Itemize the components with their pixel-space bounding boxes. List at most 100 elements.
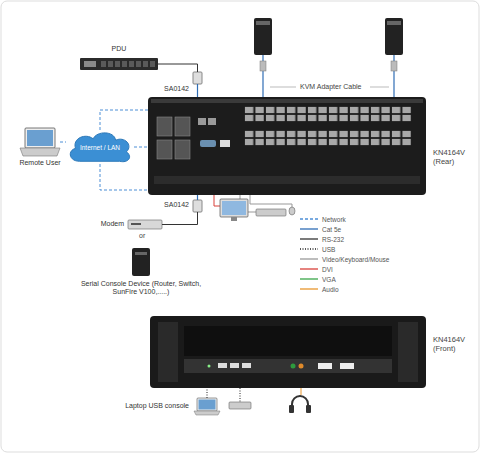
audio-cable (301, 388, 302, 395)
usb-port (242, 363, 251, 368)
remote-user-laptop: Remote User (20, 128, 60, 156)
rear-chassis (148, 97, 426, 195)
front-button (318, 363, 332, 369)
serial-device-tower (132, 248, 150, 276)
legend-row: Network (300, 214, 389, 224)
front-panel (184, 326, 392, 356)
mouse-cable (250, 195, 292, 207)
node-label: KN4164V (Rear) (433, 149, 479, 166)
monitor-stand (231, 217, 237, 221)
vga-port (200, 140, 216, 147)
usb-port (230, 363, 239, 368)
legend-line-sample (300, 226, 318, 232)
laptop-display (27, 130, 53, 146)
usb-console-laptop: Laptop USB console (193, 398, 221, 416)
internet-cloud: Internet / LAN (66, 130, 134, 164)
server-bay (256, 21, 270, 25)
legend-line (300, 258, 318, 259)
node-label: KN4164V (Front) (433, 336, 479, 353)
node-label: Laptop USB console (99, 402, 189, 410)
power-supply (175, 140, 190, 159)
port-bank (244, 106, 412, 122)
usb-port (220, 140, 230, 147)
node-label: Modem (82, 220, 124, 228)
cable-label: KVM Adapter Cable (300, 83, 361, 91)
connector (134, 147, 148, 148)
legend-row: RS-232 (300, 234, 389, 244)
legend-text: RS-232 (322, 236, 344, 243)
front-button (340, 363, 354, 369)
legend-row: DVI (300, 264, 389, 274)
legend-line (300, 268, 318, 269)
legend-line-sample (300, 236, 318, 242)
monitor (220, 199, 248, 217)
front-strip (184, 359, 392, 373)
legend-line (300, 218, 318, 219)
alternative-note: or (139, 232, 145, 240)
kvm-adapter (260, 61, 266, 71)
pdu-unit: PDU (80, 58, 158, 70)
modem-body (128, 220, 162, 229)
adapter-icon (193, 200, 202, 212)
chassis-strip (154, 176, 420, 184)
server-tower (385, 18, 403, 55)
sa0142-adapter: SA0142 (193, 72, 202, 84)
port-bank (244, 130, 412, 146)
adapter-icon (193, 72, 202, 84)
legend-row: Audio (300, 284, 389, 294)
headphone-ear (289, 405, 294, 413)
power-supply (175, 117, 190, 136)
legend-row: USB (300, 244, 389, 254)
legend-row: VGA (300, 274, 389, 284)
legend-text: Video/Keyboard/Mouse (322, 256, 389, 263)
kvm-switch-front: KN4164V (Front) (150, 316, 426, 388)
node-label: Serial Console Device (Router, Switch, S… (70, 280, 212, 296)
kvm-switch-rear: KN4164V (Rear) (148, 97, 426, 195)
legend: NetworkCat 5eRS-232USBVideo/Keyboard/Mou… (300, 214, 389, 294)
power-led (208, 365, 211, 368)
front-grille (398, 322, 418, 382)
legend-line-sample (300, 286, 318, 292)
front-chassis (150, 316, 426, 388)
cloud-outline (70, 133, 129, 162)
node-label: Remote User (8, 159, 72, 167)
modem-leds (131, 223, 141, 225)
legend-text: VGA (322, 276, 336, 283)
lan-port (198, 118, 206, 125)
callout-line (270, 87, 296, 88)
network-line (100, 110, 148, 130)
laptop-display (199, 400, 216, 410)
laptop-screen (25, 128, 55, 148)
connector (207, 388, 208, 398)
connector (162, 212, 198, 225)
dvi-cable (214, 195, 220, 206)
legend-line-sample (300, 246, 318, 252)
kvm-adapter (391, 61, 397, 71)
legend-row: Video/Keyboard/Mouse (300, 254, 389, 264)
legend-line (300, 248, 318, 249)
server-bay (387, 21, 401, 25)
laptop-base (194, 411, 220, 415)
legend-line-sample (300, 256, 318, 262)
power-supply (157, 117, 172, 136)
legend-line-sample (300, 216, 318, 222)
keyboard (256, 209, 286, 216)
audio-jack (291, 364, 296, 369)
legend-line (300, 288, 318, 289)
sa0142-adapter: SA0142 (193, 200, 202, 212)
headphone-ear (306, 405, 311, 413)
network-line (100, 164, 148, 190)
modem: Modem (128, 220, 162, 229)
node-label: PDU (70, 45, 168, 53)
device-bay (135, 252, 147, 255)
connector (197, 84, 198, 97)
legend-text: Audio (322, 286, 339, 293)
usb-port (218, 363, 227, 368)
laptop-base (20, 148, 60, 156)
legend-line (300, 238, 318, 239)
mouse (289, 207, 295, 215)
